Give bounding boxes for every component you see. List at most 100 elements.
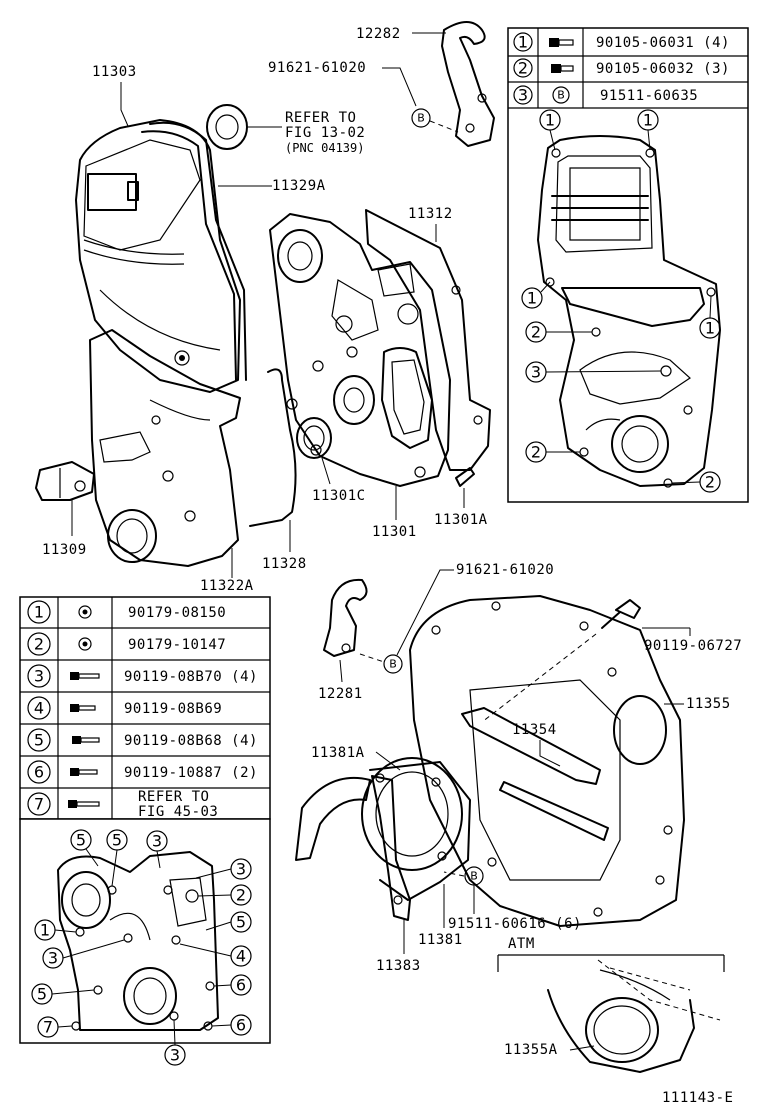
timing-cover-no1-11322A: [89, 329, 241, 567]
oil-seal: [206, 104, 248, 150]
label-11328: 11328: [262, 556, 307, 572]
atm-inset: ATM: [497, 936, 725, 1073]
refer-text-line1: REFER TO: [285, 110, 356, 126]
label-11354: 11354: [512, 722, 557, 738]
label-11381A: 11381A: [311, 745, 365, 761]
inset-timing-cover: [537, 135, 721, 488]
left-legend-part-2: 90179-10147: [128, 637, 226, 653]
bolt-icon: [70, 704, 96, 712]
gasket-11383: [295, 775, 411, 921]
inset-callout-2b: 2: [531, 443, 541, 462]
b-callout-mid: B: [389, 658, 397, 671]
label-11301C: 11301C: [312, 488, 366, 504]
end-plate-11355: [409, 595, 685, 927]
left-legend-key-7: 7: [34, 795, 44, 814]
sensor-11309: [35, 461, 95, 501]
bolt-icon: [68, 800, 100, 808]
top-legend-key-3: 3: [518, 86, 528, 105]
label-90119-06727: 90119-06727: [644, 638, 742, 654]
bottom-left-inset: [19, 818, 271, 1044]
bottom-left-callouts: 5 5 3 3 2 5 4 1 3 5 6 7 6 3: [31, 829, 252, 1066]
nut-icon: [78, 605, 92, 619]
inset2-callout-7: 7: [43, 1018, 53, 1037]
engine-hanger-12281: [323, 578, 368, 657]
label-11381: 11381: [418, 932, 463, 948]
diagram-id: 111143-E: [662, 1090, 733, 1106]
label-91621-61020-top: 91621-61020: [268, 60, 366, 76]
top-legend-table: 1 90105-06031 (4) 2 90105-06032 (3) 3 B …: [507, 27, 749, 503]
plate-11312: [365, 209, 491, 471]
refer-text-line2: FIG 13-02: [285, 125, 365, 141]
inset-callout-1c: 1: [527, 289, 537, 308]
inset-callout-3: 3: [531, 363, 541, 382]
label-11329A: 11329A: [272, 178, 326, 194]
bolt-icon: [70, 768, 98, 776]
bolt-90119-06727: [481, 599, 641, 723]
inset-callout-2c: 2: [705, 473, 715, 492]
oil-seal-retainer-11381: [361, 757, 471, 905]
nut-icon: [78, 637, 92, 651]
inset2-callout-1: 1: [40, 921, 50, 940]
pin-11301A: [455, 467, 475, 487]
top-legend-part-3: 91511-60635: [600, 88, 698, 104]
b-callout-bottom: B: [470, 870, 478, 883]
top-legend-part-2: 90105-06032 (3): [596, 61, 730, 77]
refer-text-line3: (PNC 04139): [285, 141, 364, 155]
left-legend-part-3: 90119-08B70 (4): [124, 669, 258, 685]
label-11301: 11301: [372, 524, 417, 540]
left-legend-part-6: 90119-10887 (2): [124, 765, 258, 781]
label-11355: 11355: [686, 696, 731, 712]
label-atm: ATM: [508, 936, 535, 952]
label-11383: 11383: [376, 958, 421, 974]
label-11322A: 11322A: [200, 578, 254, 594]
label-12281: 12281: [318, 686, 363, 702]
left-legend-part-1: 90179-08150: [128, 605, 226, 621]
inset2-callout-3c: 3: [48, 949, 58, 968]
left-legend-key-5: 5: [34, 731, 44, 750]
inset2-callout-3a: 3: [152, 832, 162, 851]
bolt-icon: [549, 38, 574, 47]
gasket-11329A: [141, 121, 247, 381]
inset2-callout-6a: 6: [236, 976, 246, 995]
inset-callout-1a: 1: [545, 111, 555, 130]
label-11355A: 11355A: [504, 1042, 558, 1058]
left-legend-key-6: 6: [34, 763, 44, 782]
inset2-callout-5c: 5: [236, 913, 246, 932]
plate-11354: [461, 707, 609, 841]
timing-case-11301: [269, 213, 451, 487]
bolt-icon: [70, 672, 100, 680]
label-11309: 11309: [42, 542, 87, 558]
inset2-callout-5d: 5: [37, 985, 47, 1004]
inset2-callout-5b: 5: [112, 831, 122, 850]
bolt-icon: [551, 64, 574, 73]
label-11312: 11312: [408, 206, 453, 222]
inset2-callout-5a: 5: [76, 831, 86, 850]
engine-hanger-12282: [441, 21, 495, 147]
left-legend-part-4: 90119-08B69: [124, 701, 222, 717]
top-legend-key-2: 2: [518, 59, 528, 78]
label-91511-60616: 91511-60616 (6): [448, 916, 582, 932]
top-legend-key-1: 1: [518, 33, 528, 52]
left-legend-table: 1 90179-08150 2 90179-10147 3 90119-08B7…: [19, 596, 271, 820]
top-legend-part-1: 90105-06031 (4): [596, 35, 730, 51]
left-legend-part-7-line1: REFER TO: [138, 789, 209, 805]
label-11301A: 11301A: [434, 512, 488, 528]
left-legend-key-3: 3: [34, 667, 44, 686]
inset2-callout-3d: 3: [170, 1046, 180, 1065]
top-legend-b-icon: B: [557, 89, 565, 102]
timing-cover-no2-11303: [75, 119, 241, 393]
label-11303: 11303: [92, 64, 137, 80]
left-legend-key-4: 4: [34, 699, 44, 718]
left-legend-key-1: 1: [34, 603, 44, 622]
inset2-callout-6b: 6: [236, 1016, 246, 1035]
inset2-callout-3b: 3: [236, 860, 246, 879]
inset2-callout-4: 4: [236, 947, 246, 966]
left-legend-part-5: 90119-08B68 (4): [124, 733, 258, 749]
inset2-callout-2: 2: [236, 886, 246, 905]
oil-seal-11301C: [296, 417, 332, 459]
left-legend-part-7-line2: FIG 45-03: [138, 804, 218, 820]
b-callout-top: B: [417, 112, 425, 125]
bolt-icon: [72, 736, 100, 744]
gasket-11328: [249, 368, 297, 527]
